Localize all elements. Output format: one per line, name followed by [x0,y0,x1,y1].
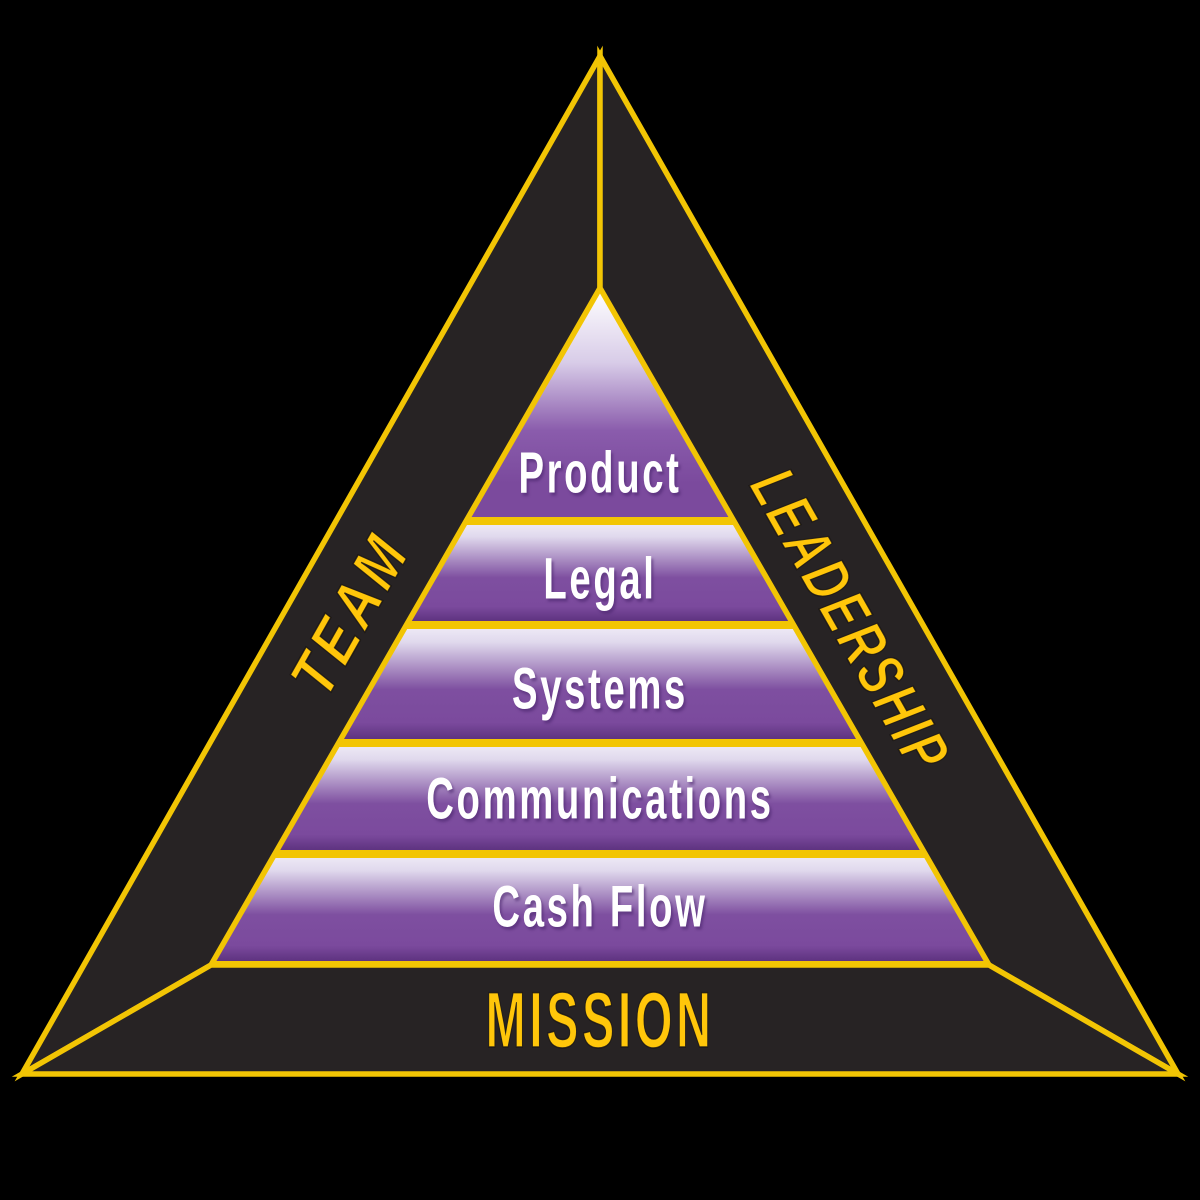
layer-label-systems: Systems [467,656,734,723]
mission-band-shape [11,962,1189,1077]
layer-systems-shape [338,629,862,739]
layer-label-communications-text: Communications [426,766,774,832]
layer-label-legal-text: Legal [543,546,657,612]
layer-label-cashflow: Cash Flow [437,874,763,941]
layer-label-cashflow-text: Cash Flow [492,874,708,940]
layer-label-product: Product [476,440,723,507]
mission-label: MISSION [412,974,788,1066]
layer-label-product-text: Product [518,440,682,506]
layer-label-communications: Communications [337,766,864,833]
layer-label-systems-text: Systems [512,656,688,722]
layer-cashflow-shape [210,858,990,961]
layer-product-shape [465,290,735,517]
layer-label-legal: Legal [514,546,686,613]
mission-label-text: MISSION [485,974,715,1065]
layer-legal-shape [406,525,794,621]
layer-communications-shape [274,747,926,850]
